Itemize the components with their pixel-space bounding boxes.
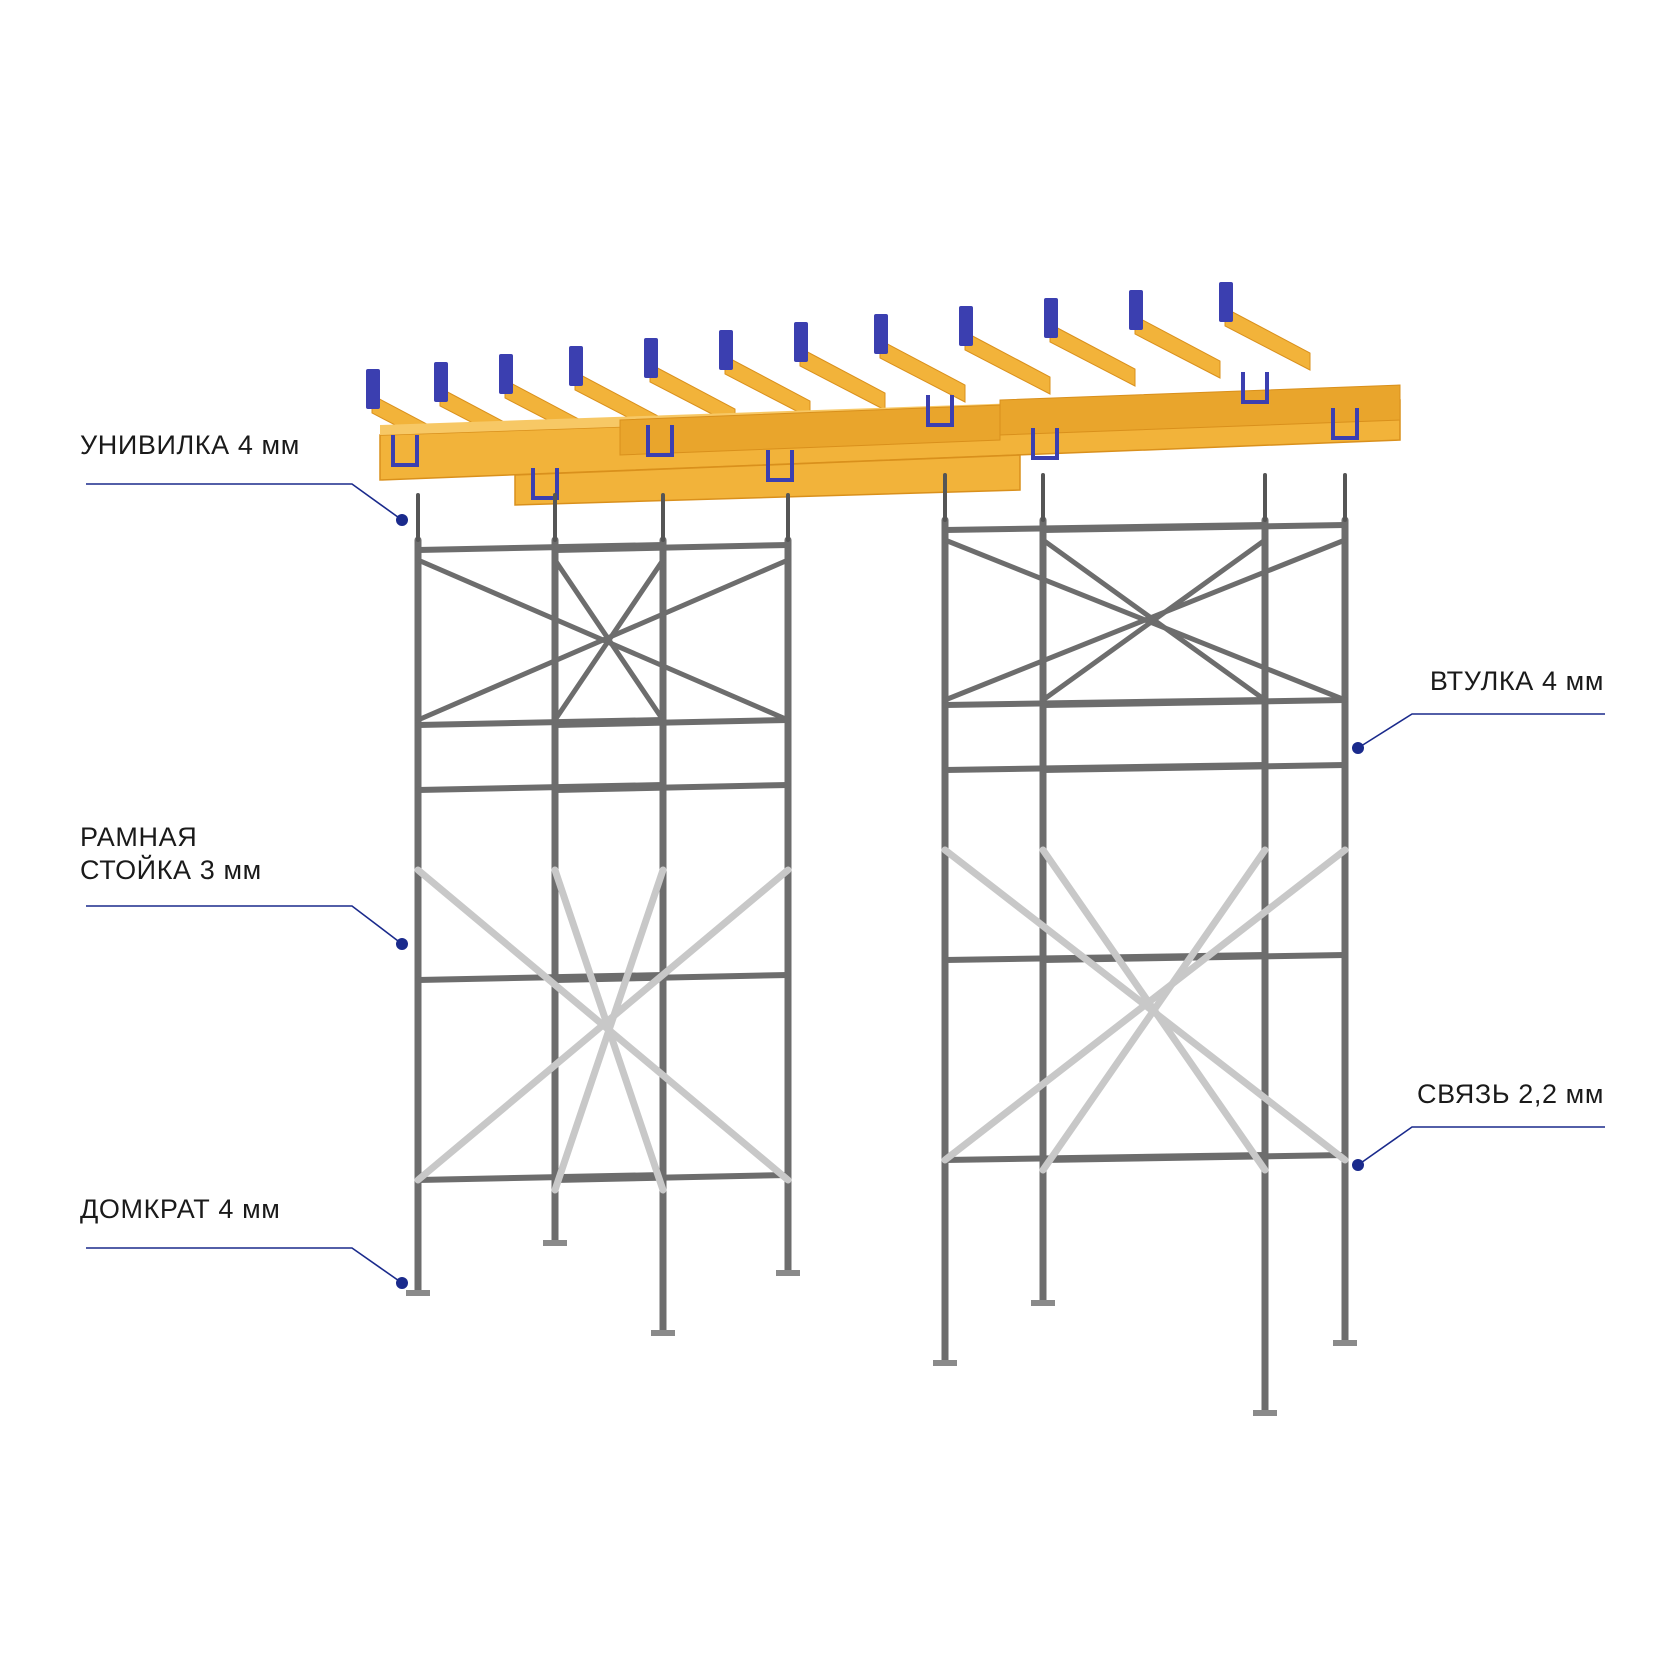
u-head-fork [646,425,674,457]
u-head-fork [531,468,559,500]
label-vtulka: ВТУЛКА 4 мм [1429,666,1604,696]
beam-end-cap [719,330,733,370]
callout-leaders [86,483,1605,1289]
leader-univilka [86,483,403,521]
main-girder-mid [619,404,1001,456]
leader-ramnaya [86,905,403,945]
u-head-fork [1331,408,1359,440]
upper-cross-brace [942,537,1348,703]
leader-univilka-dot [396,514,408,526]
label-ramnaya-line1: РАМНАЯ [80,822,198,852]
frame-ledger-back [552,782,791,793]
cross-beam [1134,315,1221,379]
upper-cross-brace [415,557,791,723]
label-domkrat: ДОМКРАТ 4 мм [80,1194,281,1224]
u-head-fork [1031,428,1059,460]
upper-cross-brace [552,557,666,723]
cross-beam [964,331,1051,395]
frame-ledger-back [552,542,791,553]
base-plate [651,1330,675,1336]
label-ramnaya-line2: СТОЙКА 3 мм [80,855,262,885]
timber-beam-deck [366,282,1401,506]
leader-domkrat-dot [396,1277,408,1289]
label-univilka: УНИВИЛКА 4 мм [80,430,300,460]
cross-beam [799,347,886,411]
leader-vtulka-dot [1352,742,1364,754]
base-plate [1031,1300,1055,1306]
frame-ledger-back [1040,522,1348,533]
beam-end-cap [1219,282,1233,322]
lower-cross-brace [551,866,667,1194]
leader-ramnaya-dot [396,938,408,950]
beam-end-cap [366,369,380,409]
base-plate [776,1270,800,1276]
u-head-fork [1241,372,1269,404]
beam-end-cap [644,338,658,378]
leader-domkrat [86,1247,403,1284]
u-head-fork [391,435,419,467]
label-svyaz: СВЯЗЬ 2,2 мм [1417,1079,1604,1109]
frame-ledger-back [552,717,791,728]
beam-end-cap [874,314,888,354]
u-head-fork [926,395,954,427]
lower-cross-brace [941,846,1349,1164]
beam-end-cap [794,322,808,362]
base-plate [1333,1340,1357,1346]
base-plate [933,1360,957,1366]
base-plate [1253,1410,1277,1416]
beam-end-cap [959,306,973,346]
beam-end-cap [499,354,513,394]
u-head-fork [766,450,794,482]
frame-ledger-back [1040,762,1348,773]
beam-end-cap [1129,290,1143,330]
scaffold-frames [406,473,1357,1416]
frame-ledger-back [1040,1152,1348,1163]
cross-beam [1049,323,1136,387]
lower-cross-brace [414,866,792,1184]
cross-beam [724,355,811,419]
base-plate [543,1240,567,1246]
lower-cross-brace [1039,846,1269,1174]
cross-beam [1224,307,1311,371]
leader-svyaz [1357,1126,1605,1166]
upper-cross-brace [1040,537,1268,703]
frame-ledger-back [552,1172,791,1183]
beam-end-cap [434,362,448,402]
beam-end-cap [1044,298,1058,338]
frame-ledger-back [1040,697,1348,708]
base-plate [406,1290,430,1296]
beam-end-cap [569,346,583,386]
leader-svyaz-dot [1352,1159,1364,1171]
leader-vtulka [1357,713,1605,749]
cross-beam [879,339,966,403]
